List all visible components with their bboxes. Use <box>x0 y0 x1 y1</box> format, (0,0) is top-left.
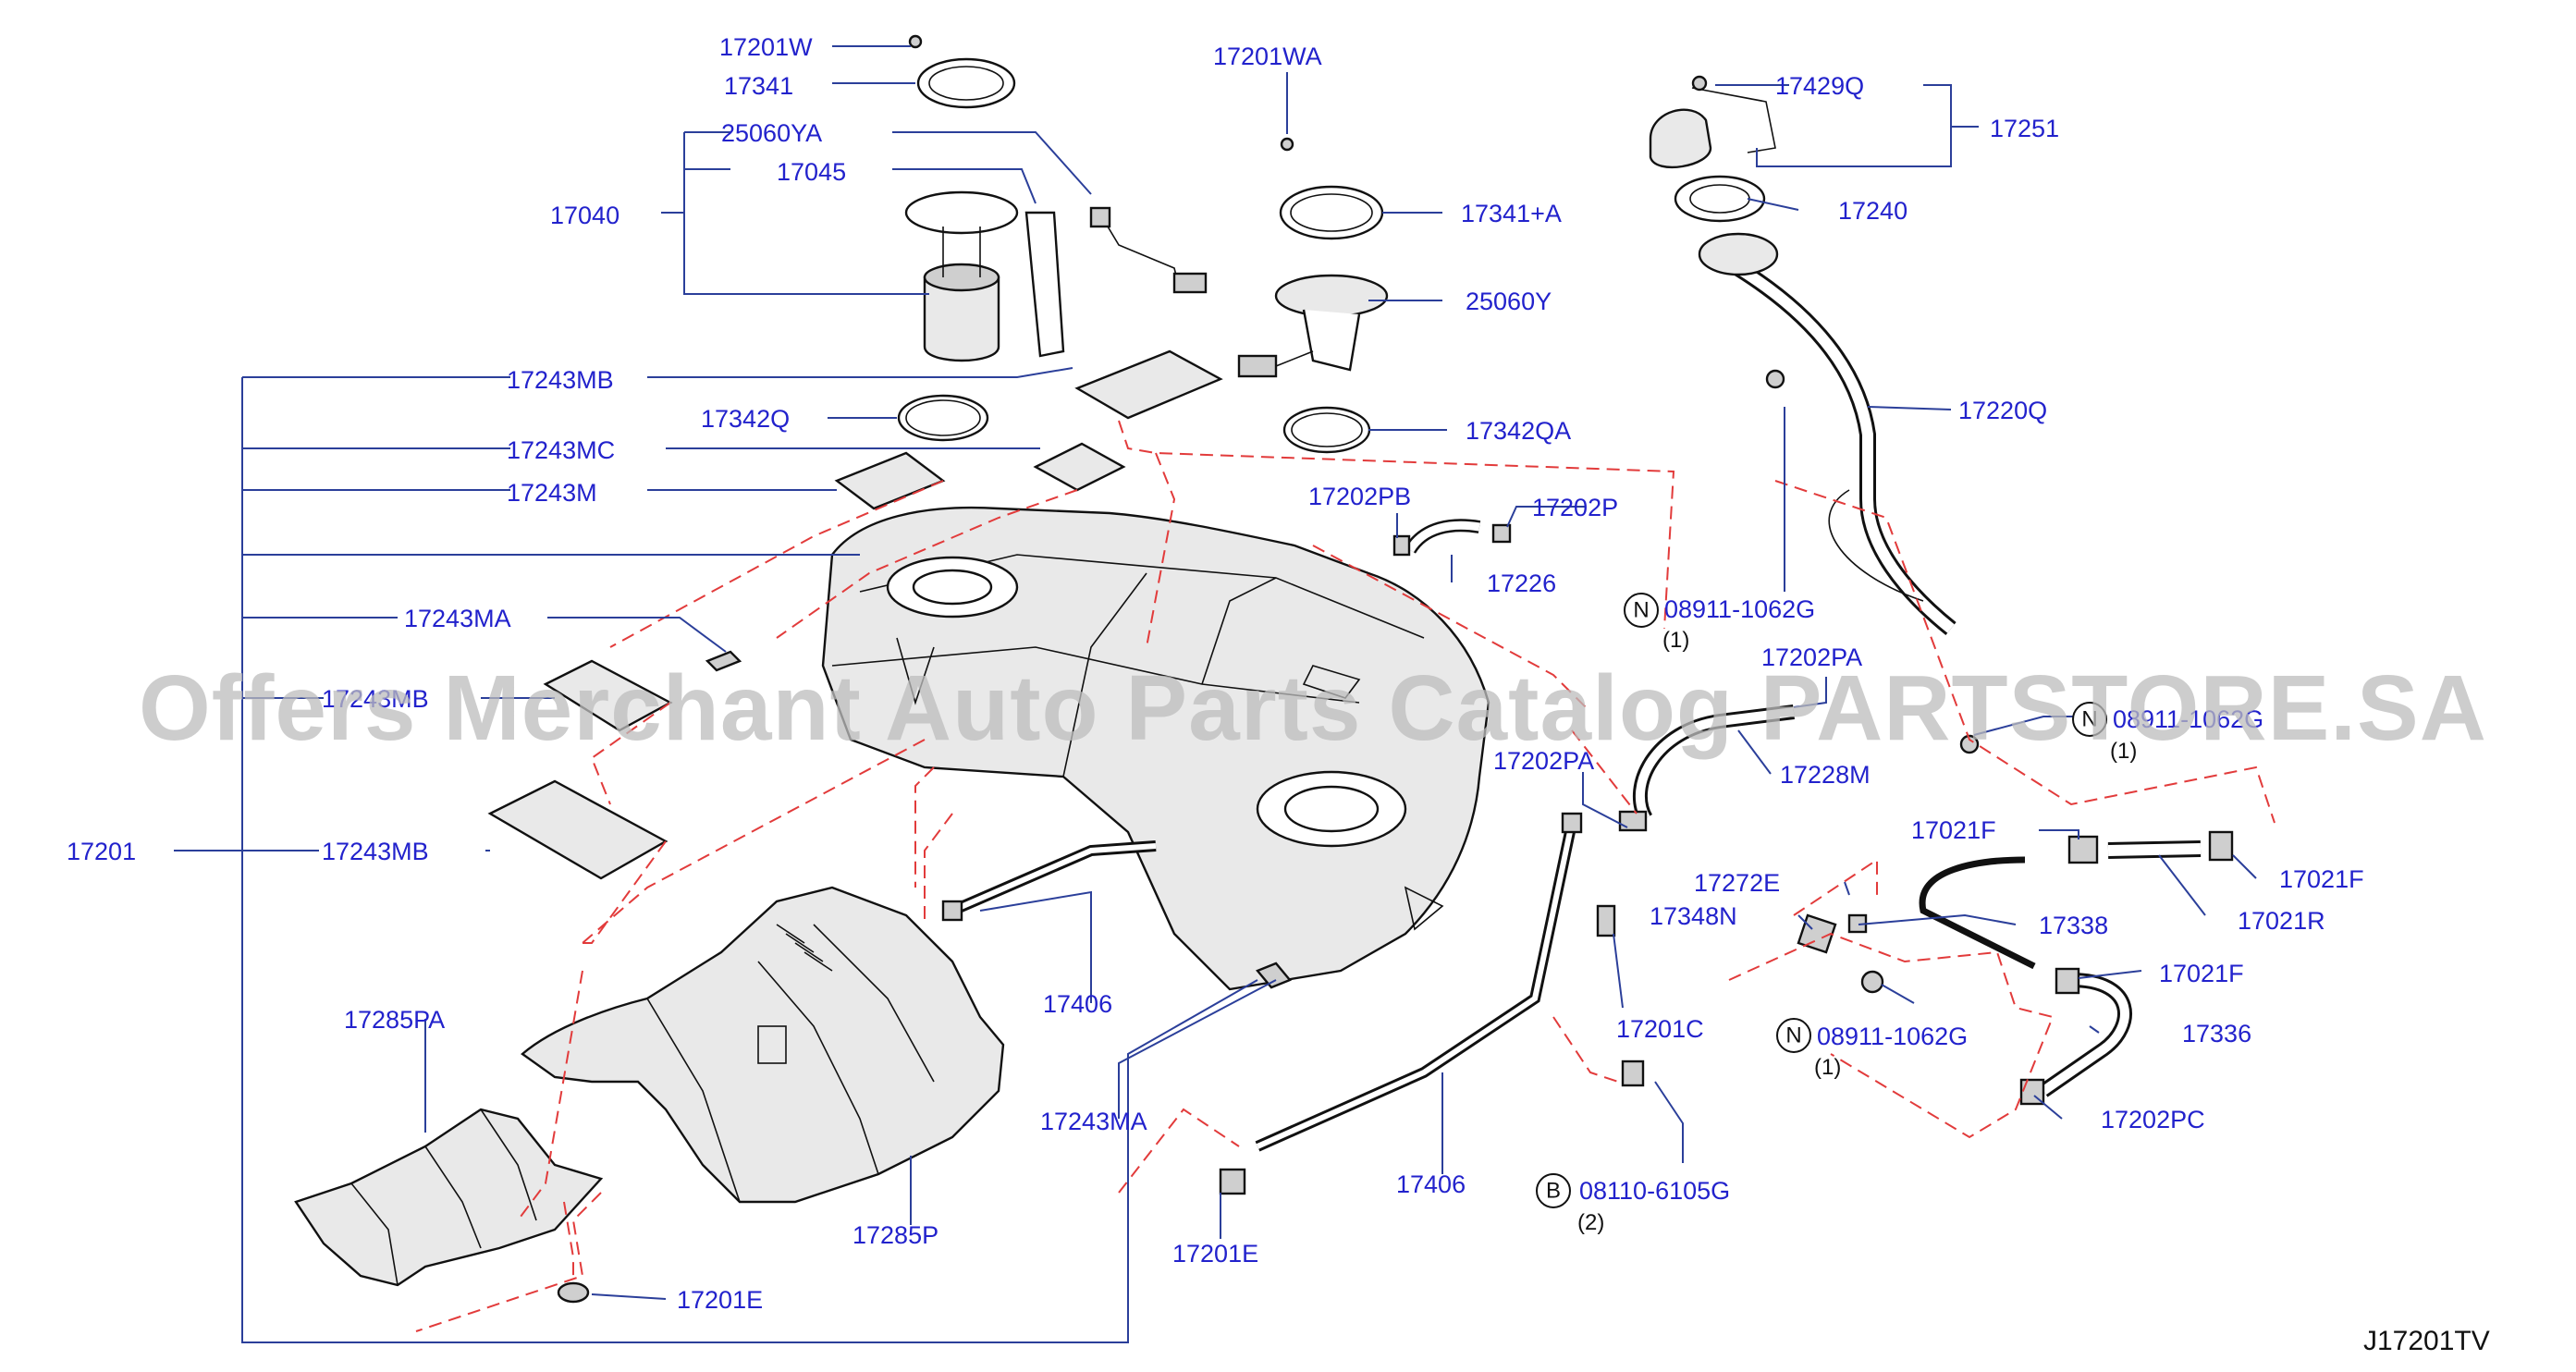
label-17202PC: 17202PC <box>2101 1106 2205 1133</box>
heat-insulator-illustration <box>521 886 1005 1204</box>
label-25060YA: 25060YA <box>721 119 822 147</box>
label-17201E-b: 17201E <box>677 1286 763 1314</box>
label-17243MB-mid: 17243MB <box>322 685 429 713</box>
label-08911-a: 08911-1062G <box>1664 595 1815 623</box>
dashed-guides <box>415 420 2275 1332</box>
gaskets-illustration <box>897 34 1384 454</box>
part-labels: 17201W 17341 25060YA 17045 17040 17201WA… <box>67 33 2364 1314</box>
label-17341A: 17341+A <box>1461 200 1562 227</box>
label-17341: 17341 <box>724 72 793 100</box>
label-17021R: 17021R <box>2238 907 2325 935</box>
qty-08911-a: (1) <box>1662 628 1689 653</box>
fuel-tank-illustration <box>821 506 1490 991</box>
label-17021F-b: 17021F <box>2279 865 2364 893</box>
qty-08110: (2) <box>1577 1210 1604 1235</box>
marker-n-b: N <box>2081 707 2097 732</box>
label-17338: 17338 <box>2039 912 2108 939</box>
label-17201E-a: 17201E <box>1172 1240 1258 1268</box>
label-08911-c: 08911-1062G <box>1817 1023 1968 1050</box>
label-17228M: 17228M <box>1780 761 1871 789</box>
hoses-illustration <box>1392 519 2234 1106</box>
label-17285P: 17285P <box>853 1221 938 1249</box>
label-17202PB: 17202PB <box>1308 483 1411 510</box>
label-17201W: 17201W <box>719 33 813 61</box>
label-17202PA-b: 17202PA <box>1493 747 1594 775</box>
label-17202P: 17202P <box>1532 494 1618 521</box>
label-17243M: 17243M <box>507 479 597 507</box>
label-17201C: 17201C <box>1616 1015 1704 1043</box>
label-17243MA-low: 17243MA <box>1040 1108 1147 1135</box>
marker-b-a: B <box>1546 1179 1561 1204</box>
label-17240: 17240 <box>1838 197 1907 225</box>
label-17336: 17336 <box>2182 1020 2251 1047</box>
qty-08911-c: (1) <box>1814 1055 1841 1080</box>
marker-n-c: N <box>1785 1023 1801 1048</box>
label-17226: 17226 <box>1487 570 1556 597</box>
heat-insulator-small-illustration <box>294 1108 604 1287</box>
label-08911-b: 08911-1062G <box>2113 705 2263 733</box>
label-17342QA: 17342QA <box>1466 417 1571 445</box>
label-17201WA: 17201WA <box>1213 43 1322 70</box>
quantity-notes: (1) (1) (1) (2) <box>1577 628 2137 1235</box>
label-17406-a: 17406 <box>1043 990 1112 1018</box>
pads-illustration <box>487 349 1292 989</box>
tank-straps-illustration <box>941 812 1583 1152</box>
label-17040: 17040 <box>550 202 619 229</box>
label-17251: 17251 <box>1990 115 2059 142</box>
label-17202PA-a: 17202PA <box>1761 643 1862 671</box>
circle-markers: N N N B <box>1536 593 2107 1208</box>
label-17243MB-low: 17243MB <box>322 838 429 865</box>
label-17406-b: 17406 <box>1396 1170 1466 1198</box>
label-17342Q: 17342Q <box>701 405 790 433</box>
marker-n-a: N <box>1633 598 1649 623</box>
label-17220Q: 17220Q <box>1958 397 2047 424</box>
label-17348N: 17348N <box>1650 902 1737 930</box>
label-17021F-a: 17021F <box>1911 816 1996 844</box>
label-17243MC: 17243MC <box>507 436 615 464</box>
label-17243MA-left: 17243MA <box>404 605 511 632</box>
part-drawings <box>294 34 2234 1304</box>
fuel-level-sender-illustration <box>1237 274 1389 378</box>
label-17429Q: 17429Q <box>1775 72 1864 100</box>
label-17285PA: 17285PA <box>344 1006 445 1034</box>
watermark-text: Offers Merchant Auto Parts Catalog PARTS… <box>139 656 2487 760</box>
label-17243MB-top: 17243MB <box>507 366 614 394</box>
label-17201: 17201 <box>67 838 136 865</box>
label-17021F-c: 17021F <box>2159 960 2244 987</box>
label-08110: 08110-6105G <box>1579 1177 1730 1205</box>
label-17045: 17045 <box>777 158 846 186</box>
label-25060Y: 25060Y <box>1466 288 1552 315</box>
leader-lines <box>174 45 2257 1343</box>
fuel-pump-assembly-illustration <box>904 190 1208 362</box>
qty-08911-b: (1) <box>2110 739 2137 764</box>
label-17272E: 17272E <box>1694 869 1780 897</box>
diagram-code: J17201TV <box>2363 1326 2490 1356</box>
